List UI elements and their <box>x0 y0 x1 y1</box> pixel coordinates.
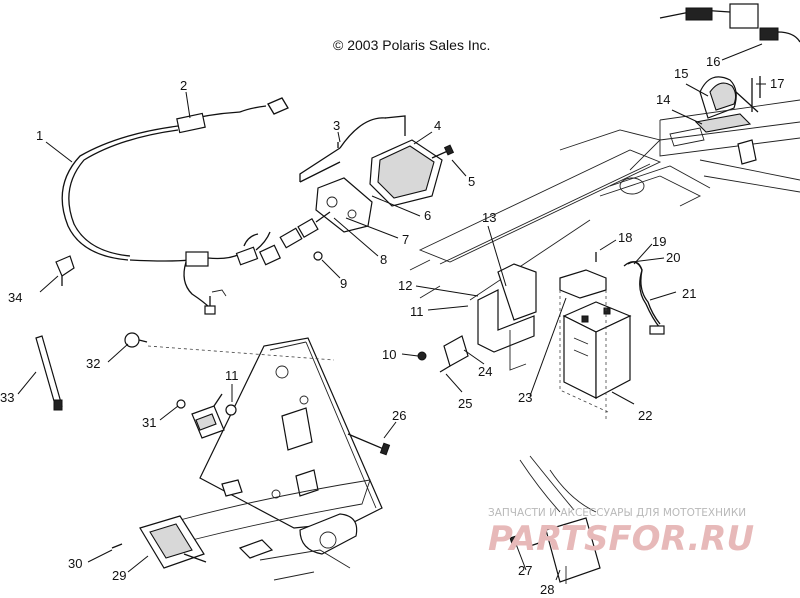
battery-strap <box>559 269 609 420</box>
callout-26: 26 <box>392 408 406 423</box>
battery <box>562 301 632 399</box>
callout-27: 27 <box>518 563 532 578</box>
callout-3: 3 <box>333 118 340 133</box>
voltage-regulator-clip <box>439 335 469 373</box>
grommet <box>225 404 237 416</box>
callout-5: 5 <box>468 174 475 189</box>
cdi-module <box>191 393 225 439</box>
tail-light-assembly <box>279 115 455 261</box>
nut <box>417 351 427 361</box>
cable-clip <box>55 255 75 286</box>
callout-9: 9 <box>340 276 347 291</box>
frame-rail <box>659 99 800 193</box>
guide-line <box>147 345 335 361</box>
callout-10: 10 <box>382 347 396 362</box>
lower-frame <box>179 479 371 581</box>
rear-panel <box>199 337 383 529</box>
callout-17: 17 <box>770 76 784 91</box>
callout-30: 30 <box>68 556 82 571</box>
callout-18: 18 <box>618 230 632 245</box>
clamp <box>124 332 148 348</box>
callout-24: 24 <box>478 364 492 379</box>
callout-25: 25 <box>458 396 472 411</box>
callout-21: 21 <box>682 286 696 301</box>
relay-mount <box>509 455 601 584</box>
callout-29: 29 <box>112 568 126 583</box>
watermark: ЗАПЧАСТИ И АКСЕССУАРЫ ДЛЯ МОТОТЕХНИКИ PA… <box>488 507 754 559</box>
callout-4: 4 <box>434 118 441 133</box>
watermark-logo: PARTSFOR.RU <box>488 519 754 559</box>
callout-1: 1 <box>36 128 43 143</box>
callout-11-lower: 11 <box>225 368 239 383</box>
callout-16: 16 <box>706 54 720 69</box>
battery-bracket <box>477 263 537 371</box>
callout-7: 7 <box>402 232 409 247</box>
chassis-frame <box>409 129 711 301</box>
callout-34: 34 <box>8 290 22 305</box>
rectifier <box>139 515 207 569</box>
callout-2: 2 <box>180 78 187 93</box>
callout-22: 22 <box>638 408 652 423</box>
callout-11: 11 <box>410 304 424 319</box>
handlebar-switch <box>659 3 800 43</box>
callout-20: 20 <box>666 250 680 265</box>
wiring-harness <box>61 97 289 315</box>
nut <box>176 399 186 409</box>
ignition-switch <box>699 76 761 119</box>
callout-labels: 1 2 3 4 5 6 7 8 9 10 11 11 12 13 14 15 1… <box>0 54 784 597</box>
callout-8: 8 <box>380 252 387 267</box>
callout-31: 31 <box>142 415 156 430</box>
callout-6: 6 <box>424 208 431 223</box>
callout-32: 32 <box>86 356 100 371</box>
screw <box>111 543 123 549</box>
callout-13: 13 <box>482 210 496 225</box>
bolt <box>347 433 391 456</box>
callout-15: 15 <box>674 66 688 81</box>
leader-lines <box>17 43 766 581</box>
watermark-tagline: ЗАПЧАСТИ И АКСЕССУАРЫ ДЛЯ МОТОТЕХНИКИ <box>488 507 746 519</box>
callout-28: 28 <box>540 582 554 597</box>
callout-19: 19 <box>652 234 666 249</box>
callout-14: 14 <box>656 92 670 107</box>
decal <box>694 113 752 133</box>
callout-12: 12 <box>398 278 412 293</box>
callout-23: 23 <box>518 390 532 405</box>
cable-tie <box>35 335 63 411</box>
callout-33: 33 <box>0 390 14 405</box>
copyright-text: © 2003 Polaris Sales Inc. <box>333 37 490 53</box>
